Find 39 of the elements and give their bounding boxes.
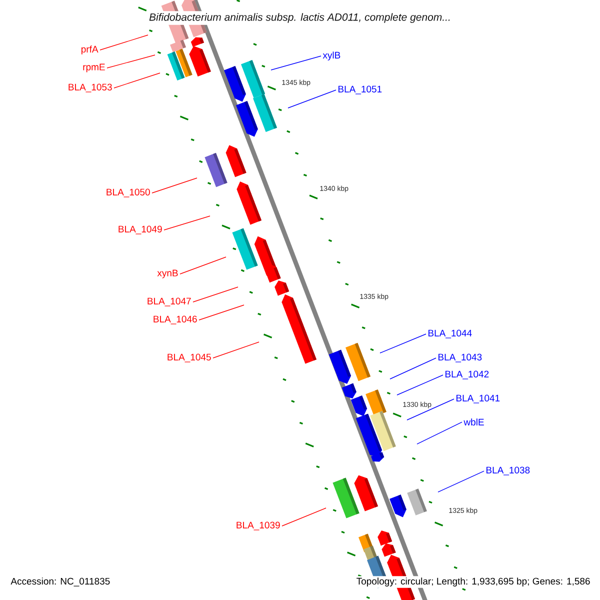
gene-label: BLA_1041 <box>456 394 500 404</box>
gene-label: BLA_1053 <box>68 84 112 92</box>
leader-line <box>380 334 426 354</box>
leader-line <box>212 342 260 358</box>
gene-label: wblE <box>464 418 484 426</box>
leader-line <box>192 286 238 302</box>
gene-label: prfA <box>82 46 98 54</box>
leader-line <box>152 178 198 194</box>
gene-label: rpmE <box>83 64 105 72</box>
gene-label: BLA_1046 <box>154 316 197 324</box>
leader-line <box>406 398 454 420</box>
leader-line <box>396 374 444 396</box>
leader-line <box>288 90 336 108</box>
gene-label: BLA_1038 <box>486 466 530 476</box>
gene-label: BLA_1047 <box>148 298 191 306</box>
info-text: Accession: NC_011835 <box>9 576 112 588</box>
leader-line <box>198 304 244 320</box>
gene-label: xylB <box>322 52 340 60</box>
leader-line <box>164 216 210 230</box>
info-text: Topology: circular; Length: 1,933,695 bp; Genes: 1,586 <box>354 576 592 588</box>
gene-label: xynB <box>157 270 178 278</box>
leader-line <box>416 422 462 444</box>
gene-label: BLA_1043 <box>438 354 482 362</box>
leader-line <box>390 358 436 380</box>
leader-line <box>282 508 326 526</box>
leader-line <box>100 34 148 50</box>
leader-line <box>114 72 160 88</box>
gene-label: BLA_1039 <box>236 522 280 530</box>
leader-line <box>270 56 322 70</box>
gene-label: BLA_1051 <box>338 86 382 94</box>
gene-label: BLA_1050 <box>106 188 150 198</box>
gene-label: BLA_1049 <box>118 226 162 234</box>
leader-line <box>438 470 484 492</box>
gene-label: BLA_1042 <box>446 370 489 380</box>
gene-label: BLA_1045 <box>168 354 211 362</box>
leader-line <box>180 256 226 274</box>
leader-line <box>106 54 156 68</box>
title: Bifidobacterium animalis subsp. lactis AD011, complete genom... <box>147 11 453 25</box>
gene-label: BLA_1044 <box>428 330 472 338</box>
